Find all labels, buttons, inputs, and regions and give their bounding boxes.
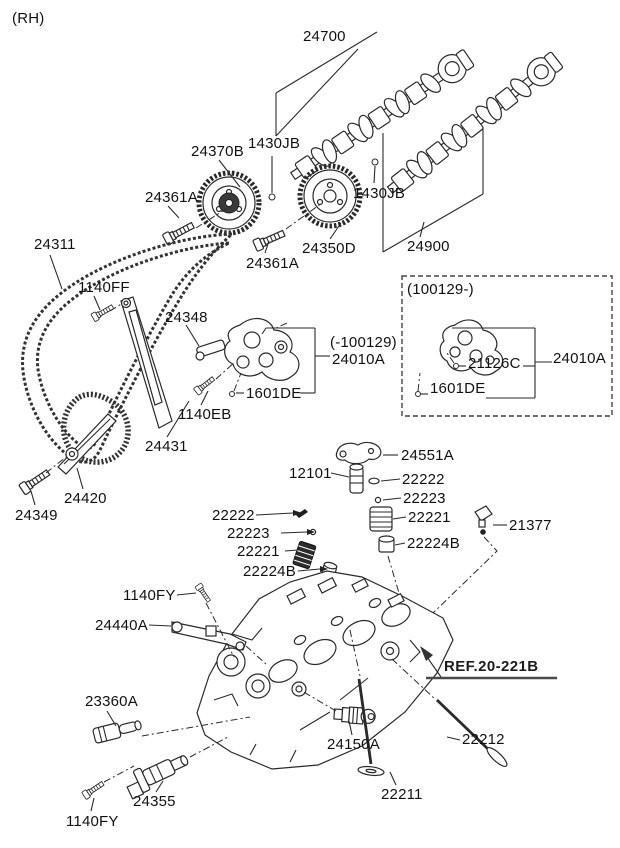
bolt-24361A-left (161, 208, 227, 246)
part-label-22221-right: 22221 (408, 509, 451, 526)
valve-22211 (349, 629, 385, 777)
part-label-1430JB-left: 1430JB (248, 135, 301, 152)
intake-camshaft-drawing (284, 45, 478, 189)
part-label-21126C: 21126C (468, 355, 521, 372)
side-label: (RH) (12, 10, 45, 27)
sensor-23360A (92, 720, 142, 744)
cvvt-sprocket-24350D (300, 166, 360, 226)
part-label-22211: 22211 (381, 786, 423, 803)
bracket-assy-24010A-early (224, 317, 300, 381)
part-label-22223-right: 22223 (403, 490, 446, 507)
part-label-21377: 21377 (509, 517, 552, 534)
valve-spring-22221-right (369, 506, 393, 532)
cvvt-sprocket-24370B (199, 173, 259, 233)
leader-lines (30, 159, 507, 812)
exhaust-camshaft-drawing (380, 47, 567, 202)
ref-link-pointer (420, 646, 557, 680)
part-label-1140FY-bottom: 1140FY (66, 813, 119, 830)
variant-label-after: (100129-) (407, 281, 474, 298)
bolt-1140FY-bottom (81, 765, 135, 801)
part-label-1140FY-top: 1140FY (123, 587, 176, 604)
part-label-24431: 24431 (145, 438, 188, 455)
part-label-24700: 24700 (303, 28, 346, 45)
part-label-24361A-left: 24361A (145, 189, 198, 206)
bracket-24900 (382, 127, 484, 253)
part-label-24349: 24349 (15, 507, 58, 524)
part-label-22212: 22212 (462, 731, 505, 748)
lash-adjuster-12101 (349, 463, 364, 494)
part-label-1140FF: 1140FF (78, 279, 130, 296)
retainer-lock-22222-left (296, 509, 308, 518)
part-label-24361A-lower: 24361A (246, 255, 299, 272)
part-label-1601DE-early: 1601DE (246, 385, 302, 402)
callout-lines-24010A-early (229, 327, 330, 397)
part-label-24311: 24311 (34, 236, 76, 253)
bolt-1140FY-top (194, 582, 235, 658)
valve-spring-22221-left (292, 541, 317, 570)
bracket-24700 (275, 31, 378, 137)
part-label-22224B-left: 22224B (243, 563, 296, 580)
part-label-24350D: 24350D (302, 240, 356, 257)
part-label-22222-right: 22222 (402, 471, 445, 488)
bolt-1430JB-right (371, 158, 379, 166)
part-label-24010A-early: 24010A (332, 351, 385, 368)
retainer-lock-22222-right (368, 477, 380, 485)
bolt-1140FF (90, 302, 124, 323)
variant-box (401, 275, 613, 417)
part-label-24900: 24900 (407, 238, 450, 255)
rocker-arm-24551A (335, 441, 382, 465)
cylinder-head-drawing (196, 570, 454, 770)
part-label-22223-left: 22223 (227, 525, 270, 542)
chain-guide-24431 (120, 296, 173, 429)
part-label-22221-left: 22221 (237, 543, 280, 560)
ocv-24355 (126, 755, 189, 800)
part-label-1430JB-right: 1430JB (353, 185, 406, 202)
part-label-24551A: 24551A (401, 447, 454, 464)
part-label-22224B-right: 22224B (407, 535, 460, 552)
part-label-1140EB: 1140EB (178, 406, 232, 423)
part-label-24420: 24420 (64, 490, 107, 507)
part-label-12101: 12101 (289, 465, 332, 482)
part-label-23360A: 23360A (85, 693, 138, 710)
spring-seat-22224B-right (378, 535, 395, 553)
bolt-1430JB-left (268, 193, 276, 201)
ref-link-20-221B[interactable]: REF.20-221B (444, 658, 539, 675)
part-label-24370B: 24370B (191, 143, 244, 160)
part-label-24355: 24355 (133, 793, 176, 810)
part-label-24010A-late: 24010A (553, 350, 606, 367)
oil-pipe-24440A (171, 621, 267, 665)
variant-label-before: (-100129) (330, 334, 397, 351)
part-label-22222-left: 22222 (212, 507, 255, 524)
part-label-1601DE-late: 1601DE (430, 380, 486, 397)
chain-guide-24420 (57, 413, 117, 475)
part-label-24440A: 24440A (95, 617, 148, 634)
part-label-24150A: 24150A (327, 736, 380, 753)
valve-22212 (391, 658, 508, 767)
bolt-1140EB (192, 360, 237, 396)
part-label-24348: 24348 (165, 309, 208, 326)
retainer-22223-right (374, 496, 382, 504)
bolt-24349 (18, 456, 67, 496)
